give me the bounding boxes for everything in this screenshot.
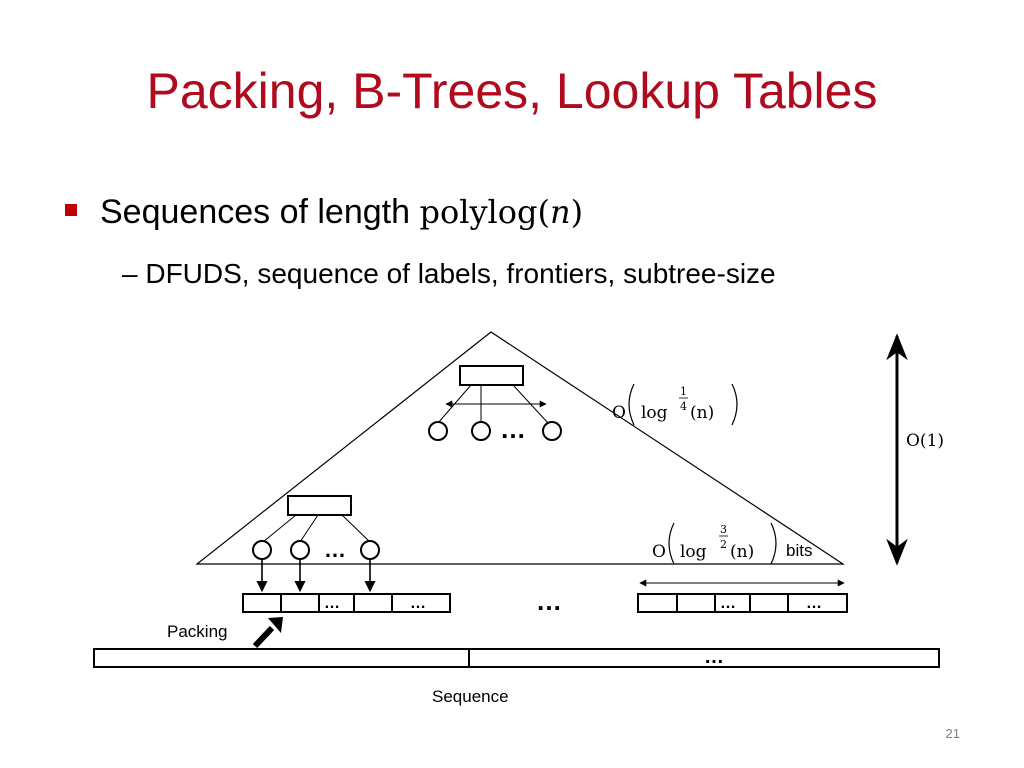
top-children-ellipsis: … xyxy=(500,414,526,444)
polylog-math: polylog(n) xyxy=(419,193,584,231)
sequence-label: Sequence xyxy=(432,687,509,706)
slide-title: Packing, B-Trees, Lookup Tables xyxy=(146,63,878,119)
bottom-size-label: O log 3 2 (n) bits xyxy=(652,522,812,565)
sequence-ellipsis: … xyxy=(704,646,724,668)
svg-text:3: 3 xyxy=(720,523,727,536)
svg-text:…: … xyxy=(410,595,426,612)
packing-label: Packing xyxy=(167,622,227,641)
middle-ellipsis: … xyxy=(536,586,562,616)
svg-text:log: log xyxy=(641,403,668,423)
top-btree-node: … xyxy=(428,365,562,444)
sequence-bar: … xyxy=(93,646,940,668)
left-btree-node: … xyxy=(252,495,380,562)
height-label: O(1) xyxy=(906,431,944,451)
page-number: 21 xyxy=(945,726,960,741)
bullet-square-icon xyxy=(65,204,77,216)
bits-word: bits xyxy=(786,541,812,560)
left-children-ellipsis: … xyxy=(324,537,346,562)
right-packed-blocks: … … xyxy=(637,593,848,613)
svg-text:(n): (n) xyxy=(730,542,754,562)
svg-text:…: … xyxy=(806,595,822,612)
top-size-label: O log 1 4 (n) xyxy=(612,383,738,426)
bullet-sequences-text: Sequences of length xyxy=(100,193,420,231)
sub-bullet-dfuds: – DFUDS, sequence of labels, frontiers, … xyxy=(122,258,776,289)
svg-text:O: O xyxy=(652,542,666,562)
svg-text:(n): (n) xyxy=(690,403,714,423)
left-packed-blocks: … … xyxy=(242,593,451,613)
svg-text:O: O xyxy=(612,403,626,423)
svg-text:…: … xyxy=(720,595,736,612)
packing-arrow-icon xyxy=(252,617,283,649)
svg-text:…: … xyxy=(324,595,340,612)
svg-text:1: 1 xyxy=(680,385,687,398)
svg-text:log: log xyxy=(680,542,707,562)
bullet-sequences: Sequences of length polylog(n) xyxy=(100,193,583,232)
tree-triangle xyxy=(195,331,846,565)
svg-text:2: 2 xyxy=(720,538,727,551)
svg-text:4: 4 xyxy=(680,400,687,413)
